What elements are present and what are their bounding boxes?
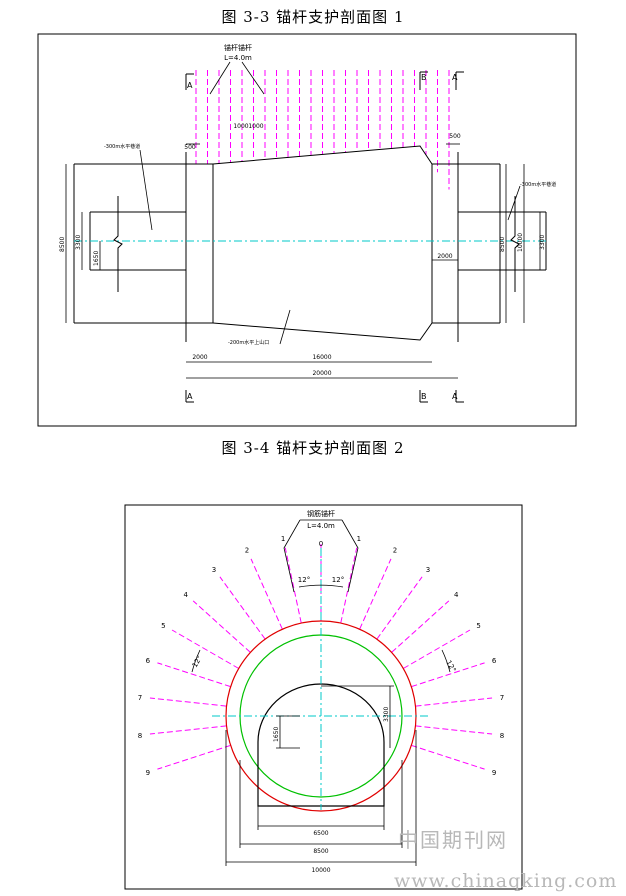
radial-bolt--4 <box>192 600 251 653</box>
bolt-number-right-2: 2 <box>393 547 397 555</box>
figure-1-dimensions <box>65 143 541 379</box>
outline-top <box>74 145 500 165</box>
spacing-1: 1000 <box>233 123 248 130</box>
radial-bolt-1 <box>340 547 358 624</box>
figure-2-frame <box>124 504 523 890</box>
section-markers <box>185 71 464 403</box>
dim-1650: 1650 <box>273 727 280 742</box>
figure-2-leaders <box>283 519 359 593</box>
height-left-outer: 8500 <box>59 237 66 252</box>
radial-bolt--6 <box>157 662 231 688</box>
break-line-left <box>113 196 123 292</box>
bolt-number-left-6: 6 <box>146 657 151 665</box>
radial-bolt-4 <box>391 600 450 653</box>
figure-2-caption: 图 3-4 锚杆支护剖面图 2 <box>221 439 405 457</box>
bolt-number-right-3: 3 <box>426 566 430 574</box>
bolt-label: 锚杆锚杆 <box>224 43 252 52</box>
radial-bolt--1 <box>284 547 302 624</box>
bolt-length-2: L=4.0m <box>307 522 335 530</box>
arch-tunnel <box>257 683 385 807</box>
figure-1-caption: 图 3-3 锚杆支护剖面图 1 <box>221 8 405 26</box>
radial-bolt--9 <box>157 744 231 770</box>
radial-bolt--3 <box>219 576 266 640</box>
section-a-top-left: A <box>187 81 193 90</box>
figure-2-dimensions <box>191 584 451 866</box>
note-left: -300m水平巷道 <box>104 143 140 150</box>
section-a-bottom-right: A <box>452 392 458 401</box>
section-a-bottom-left: A <box>187 392 193 401</box>
bolt-number-right-5: 5 <box>476 622 480 630</box>
break-line-right <box>510 196 520 292</box>
dim-16000: 16000 <box>312 354 331 361</box>
radial-bolt--2 <box>250 558 283 630</box>
dim-2000-right: 2000 <box>437 253 452 260</box>
bolt-number-group: 9 8 7 6 5 4 3 2 1 1 2 3 4 5 6 7 8 9 <box>138 535 504 777</box>
radial-bolt--5 <box>171 629 239 669</box>
dim-6500: 6500 <box>313 830 328 837</box>
angle-left: 12° <box>191 654 204 669</box>
section-a-top-right: A <box>452 73 458 82</box>
dim-8500: 8500 <box>313 848 328 855</box>
bolt-number-right-6: 6 <box>492 657 497 665</box>
watermark-cn: 中国期刊网 <box>398 828 508 852</box>
angle-top-left: 12° <box>298 576 310 584</box>
figure-1-outline <box>73 145 547 342</box>
bolt-number-left-8: 8 <box>138 732 142 740</box>
height-left-mid: 3300 <box>75 235 82 250</box>
angle-top-right: 12° <box>332 576 344 584</box>
note-bottom: -200m水平上山口 <box>228 339 269 346</box>
radial-bolt-5 <box>403 629 471 669</box>
figure-1-leaders <box>139 61 521 345</box>
radial-bolt--7 <box>149 697 227 707</box>
radial-bolt-8 <box>415 725 493 735</box>
watermark-url: www.chinaqking.com <box>394 870 618 892</box>
bolt-number-left-3: 3 <box>212 566 216 574</box>
radial-bolt--8 <box>149 725 227 735</box>
bolt-number-right-8: 8 <box>500 732 504 740</box>
bolt-number-right-1: 1 <box>357 535 361 543</box>
bolt-number-right-4: 4 <box>454 591 459 599</box>
figure-1-bolt-group <box>195 70 450 190</box>
dim-2000-left: 2000 <box>192 354 207 361</box>
height-right-mid: 10000 <box>517 233 524 252</box>
note-right: -300m水平巷道 <box>520 181 556 188</box>
bolt-number-left-4: 4 <box>184 591 189 599</box>
radial-bolt-2 <box>359 558 392 630</box>
radial-bolt-9 <box>411 744 485 770</box>
dim-3300: 3300 <box>383 707 390 722</box>
outline-bottom <box>74 322 500 341</box>
bolt-number-0: 0 <box>319 540 323 548</box>
bolt-number-left-2: 2 <box>245 547 249 555</box>
radial-bolt-3 <box>376 576 423 640</box>
bolt-number-left-9: 9 <box>146 769 150 777</box>
bolt-number-right-9: 9 <box>492 769 496 777</box>
angle-right: 12° <box>444 659 457 674</box>
section-b-bottom: B <box>421 392 427 401</box>
dim-500-left: 500 <box>184 144 196 151</box>
radial-bolt-7 <box>415 697 493 707</box>
dim-10000: 10000 <box>311 867 330 874</box>
height-right-outer: 8500 <box>499 237 506 252</box>
height-left-inner: 1650 <box>93 251 100 266</box>
bolt-label-2: 钢筋锚杆 <box>307 509 335 518</box>
dim-20000: 20000 <box>312 370 331 377</box>
figure-1-frame <box>37 33 577 427</box>
radial-bolt-6 <box>411 662 485 688</box>
bolt-length: L=4.0m <box>224 54 252 62</box>
bolt-number-left-5: 5 <box>161 622 165 630</box>
bolt-number-left-7: 7 <box>138 694 142 702</box>
dim-500-right: 500 <box>449 133 461 140</box>
spacing-2: 1000 <box>248 123 263 130</box>
bolt-number-right-7: 7 <box>500 694 504 702</box>
bolt-number-left-1: 1 <box>281 535 285 543</box>
height-right-inner: 3300 <box>539 235 546 250</box>
section-b-top: B <box>421 73 427 82</box>
